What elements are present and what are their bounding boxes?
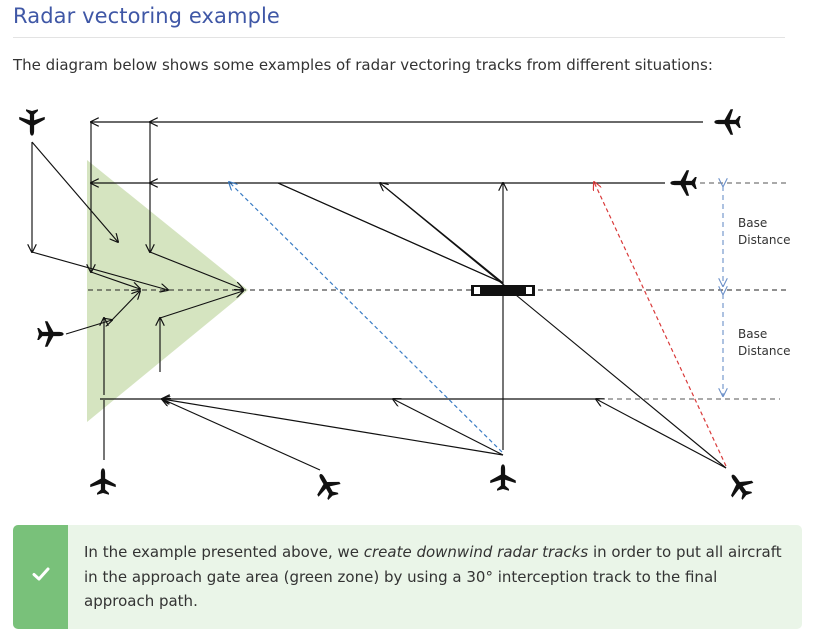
base-distance-label-upper-line2: Distance <box>738 233 790 247</box>
base-distance-label-lower: Base <box>738 327 767 341</box>
track-gate-join-2 <box>159 291 243 319</box>
callout-text: In the example presented above, we creat… <box>84 540 789 614</box>
airplane-icon <box>309 467 345 504</box>
base-distance-label-lower-line2: Distance <box>738 344 790 358</box>
callout-text-emphasis: create downwind radar tracks <box>363 543 589 561</box>
track-sw-to-lower <box>162 399 321 471</box>
runway-threshold-right <box>526 287 532 294</box>
track-center-to-lower-1 <box>393 399 504 456</box>
airplane-icon <box>721 467 758 504</box>
runway-threshold-left <box>474 287 480 294</box>
airplane-icon <box>37 321 64 347</box>
track-center-diagonal-head <box>380 183 504 284</box>
track-east-to-lower <box>596 399 727 469</box>
airplane-icon <box>19 109 45 136</box>
base-distance-label-upper: Base <box>738 216 767 230</box>
track-nw-diagonal <box>31 141 118 242</box>
track-mid-diagonal <box>277 182 504 284</box>
red-direct-track <box>594 182 727 467</box>
callout-accent-bar <box>13 525 68 629</box>
runway <box>471 285 535 296</box>
airplane-icon <box>670 170 697 196</box>
track-nw-base <box>31 251 168 290</box>
track-top-intercept-1 <box>90 271 140 289</box>
blue-direct-track <box>229 182 503 453</box>
title-divider <box>13 37 785 38</box>
track-west-join <box>111 291 140 321</box>
airplane-icon <box>90 468 116 495</box>
callout-text-suffix: in order to put all aircraft in the appr… <box>84 543 782 610</box>
info-callout: In the example presented above, we creat… <box>13 525 802 629</box>
page-title: Radar vectoring example <box>13 4 280 28</box>
airplane-icon <box>714 109 741 135</box>
callout-text-prefix: In the example presented above, we <box>84 543 364 561</box>
intro-paragraph: The diagram below shows some examples of… <box>13 56 713 74</box>
radar-vectoring-diagram: Base Distance Base Distance <box>19 109 790 504</box>
airplane-icon <box>490 464 516 491</box>
approach-gate-zone <box>87 160 248 422</box>
track-center-to-lower-2 <box>162 399 504 456</box>
check-icon <box>32 567 50 581</box>
track-top-intercept-2 <box>149 251 243 289</box>
